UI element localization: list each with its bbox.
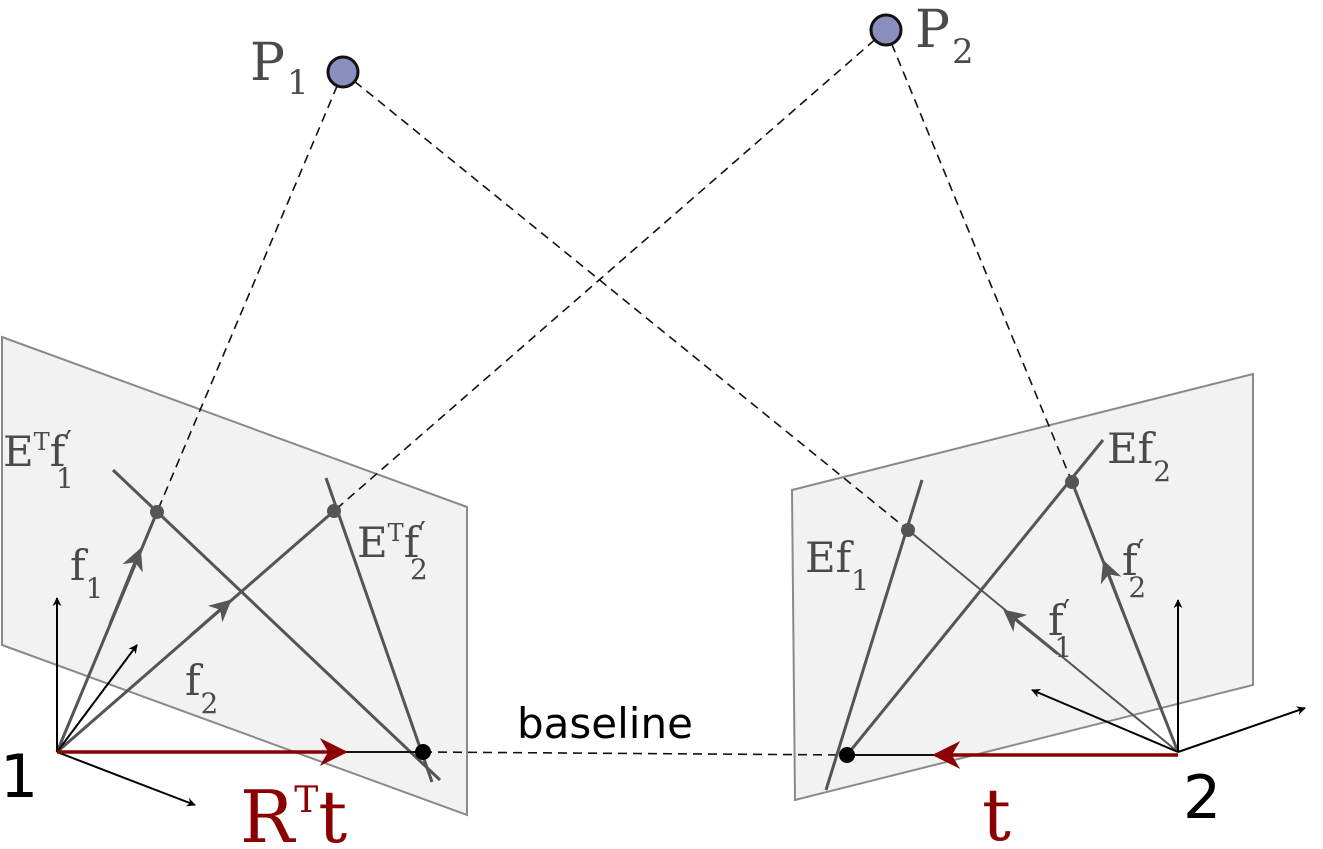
label-camera-2: 2 (1183, 763, 1221, 833)
left-image-point-f1 (150, 505, 164, 519)
projection-rays (156, 29, 1073, 756)
camera-1-axes (52, 597, 196, 807)
ray-f2p-arrowhead (1100, 559, 1125, 613)
camera-2-axes (1031, 599, 1306, 753)
ray-f2p (1070, 481, 1180, 753)
left-epipole (415, 744, 431, 760)
label-camera-1: 1 (0, 742, 38, 812)
left-image-point-f2 (327, 504, 341, 518)
epiline-et-f2p (324, 477, 434, 783)
ray-f1-arrowhead (108, 547, 143, 625)
label-p2: P2 (915, 0, 974, 72)
ray-f2-arrowhead (189, 599, 232, 638)
image-points (150, 475, 1079, 763)
right-image-point-f1p (901, 523, 915, 537)
right-ray-arrows (1003, 559, 1125, 656)
epiline-et-f1p (111, 468, 442, 782)
right-image-plane (790, 372, 1254, 802)
label-p1: P1 (250, 33, 309, 103)
label-ef2: Ef2 (1107, 424, 1171, 488)
label-f2p: f′2 (1122, 534, 1146, 604)
left-ray-arrows (108, 547, 232, 638)
right-image-point-f2p (1065, 475, 1079, 489)
ray-p1-to-left-image (156, 71, 344, 513)
right-epipole (839, 747, 855, 763)
label-f2: f2 (185, 656, 218, 720)
label-f1p: f′1 (1048, 594, 1072, 664)
label-et-f1p: ETf′1 (3, 425, 74, 495)
label-ef1: Ef1 (805, 533, 869, 597)
ray-p2-to-left-image (333, 29, 887, 512)
world-point-p1 (326, 55, 360, 89)
ray-p2-to-right-image (885, 29, 1073, 483)
label-f1: f1 (70, 541, 103, 605)
world-point-p2 (869, 13, 903, 47)
label-t: t (982, 773, 1011, 849)
ray-p1-to-right-image (342, 71, 909, 531)
label-rt-t: RTt (240, 775, 347, 849)
translation-vectors (57, 738, 1178, 769)
baseline-dashed (422, 751, 848, 756)
ray-f1p-arrowhead (1003, 609, 1059, 656)
label-baseline: baseline (517, 699, 693, 748)
label-et-f2p: ETf′2 (357, 516, 428, 586)
epiline-ef2 (845, 439, 1105, 756)
